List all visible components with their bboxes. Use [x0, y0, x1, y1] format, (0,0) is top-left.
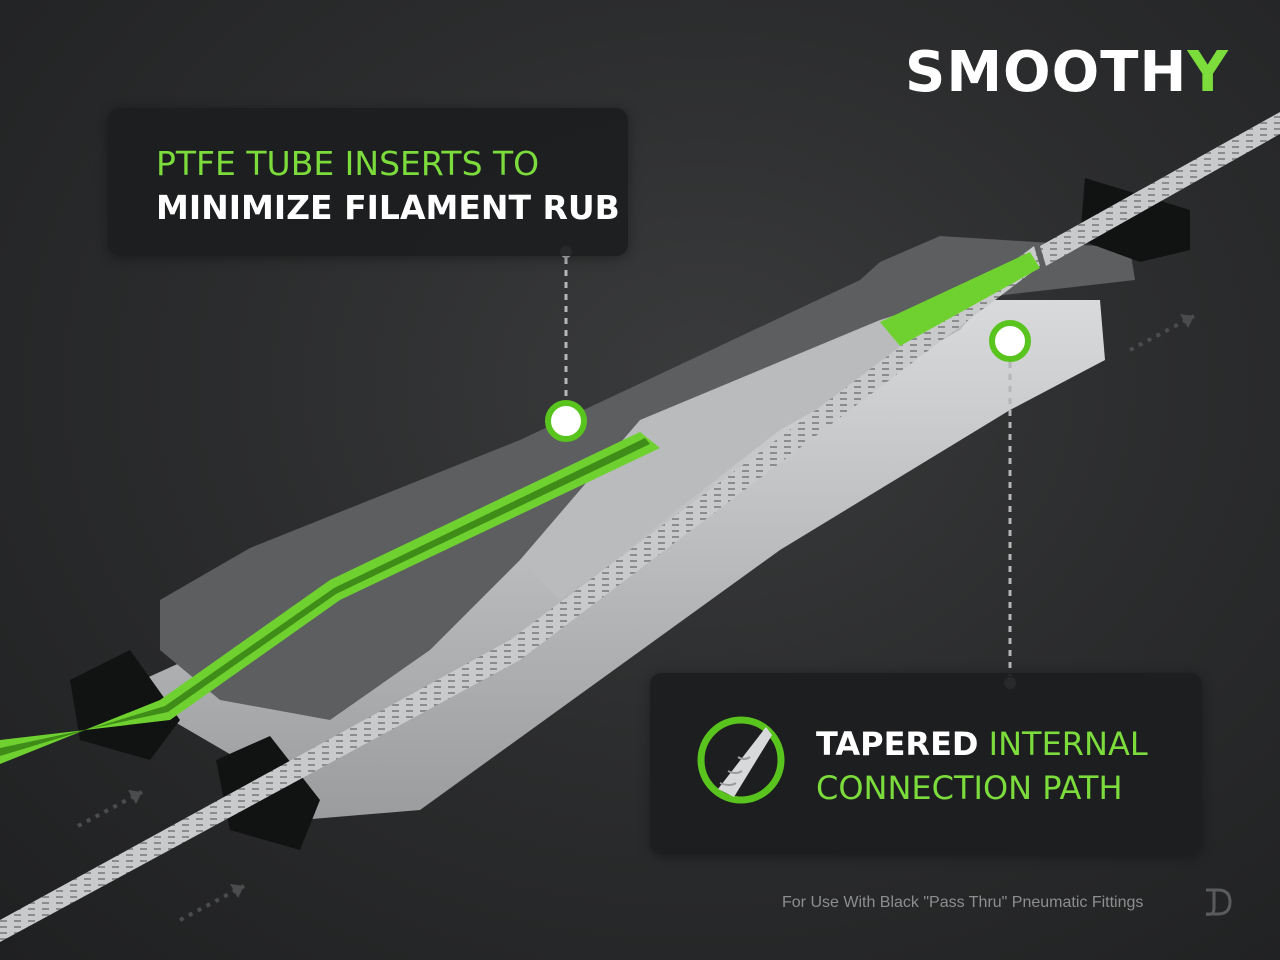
- flow-arrow-icon: [128, 790, 142, 804]
- callout-card-ptfe: PTFE TUBE INSERTS TO MINIMIZE FILAMENT R…: [108, 108, 628, 256]
- callout-tapered-line2: CONNECTION PATH: [816, 769, 1123, 807]
- flow-arrow-icon: [1180, 314, 1194, 328]
- logo-accent-letter: Y: [1187, 40, 1229, 105]
- tapered-cone-icon: [697, 716, 785, 804]
- callout-tapered-line1: TAPERED INTERNAL: [816, 725, 1148, 763]
- callout-tapered-rest: INTERNAL: [978, 725, 1148, 763]
- callout-ptfe-line2: MINIMIZE FILAMENT RUB: [156, 188, 620, 227]
- logo-main-text: SMOOTH: [905, 40, 1188, 105]
- brand-logo: SMOOTHY: [905, 40, 1229, 105]
- callout-leader-ptfe: [545, 246, 587, 442]
- ptfe-tube-green: [0, 252, 1040, 764]
- flow-arrow-icon: [77, 314, 1195, 922]
- callout-tapered-bold: TAPERED: [816, 725, 979, 763]
- ptfe-tube-main: [0, 112, 1280, 942]
- callout-ptfe-line1: PTFE TUBE INSERTS TO: [156, 144, 540, 183]
- maker-logo-icon: [1205, 888, 1232, 916]
- callout-card-tapered: TAPERED INTERNAL CONNECTION PATH: [650, 673, 1202, 855]
- footnote-text: For Use With Black "Pass Thru" Pneumatic…: [782, 894, 1144, 911]
- flow-arrow-icon: [230, 884, 244, 898]
